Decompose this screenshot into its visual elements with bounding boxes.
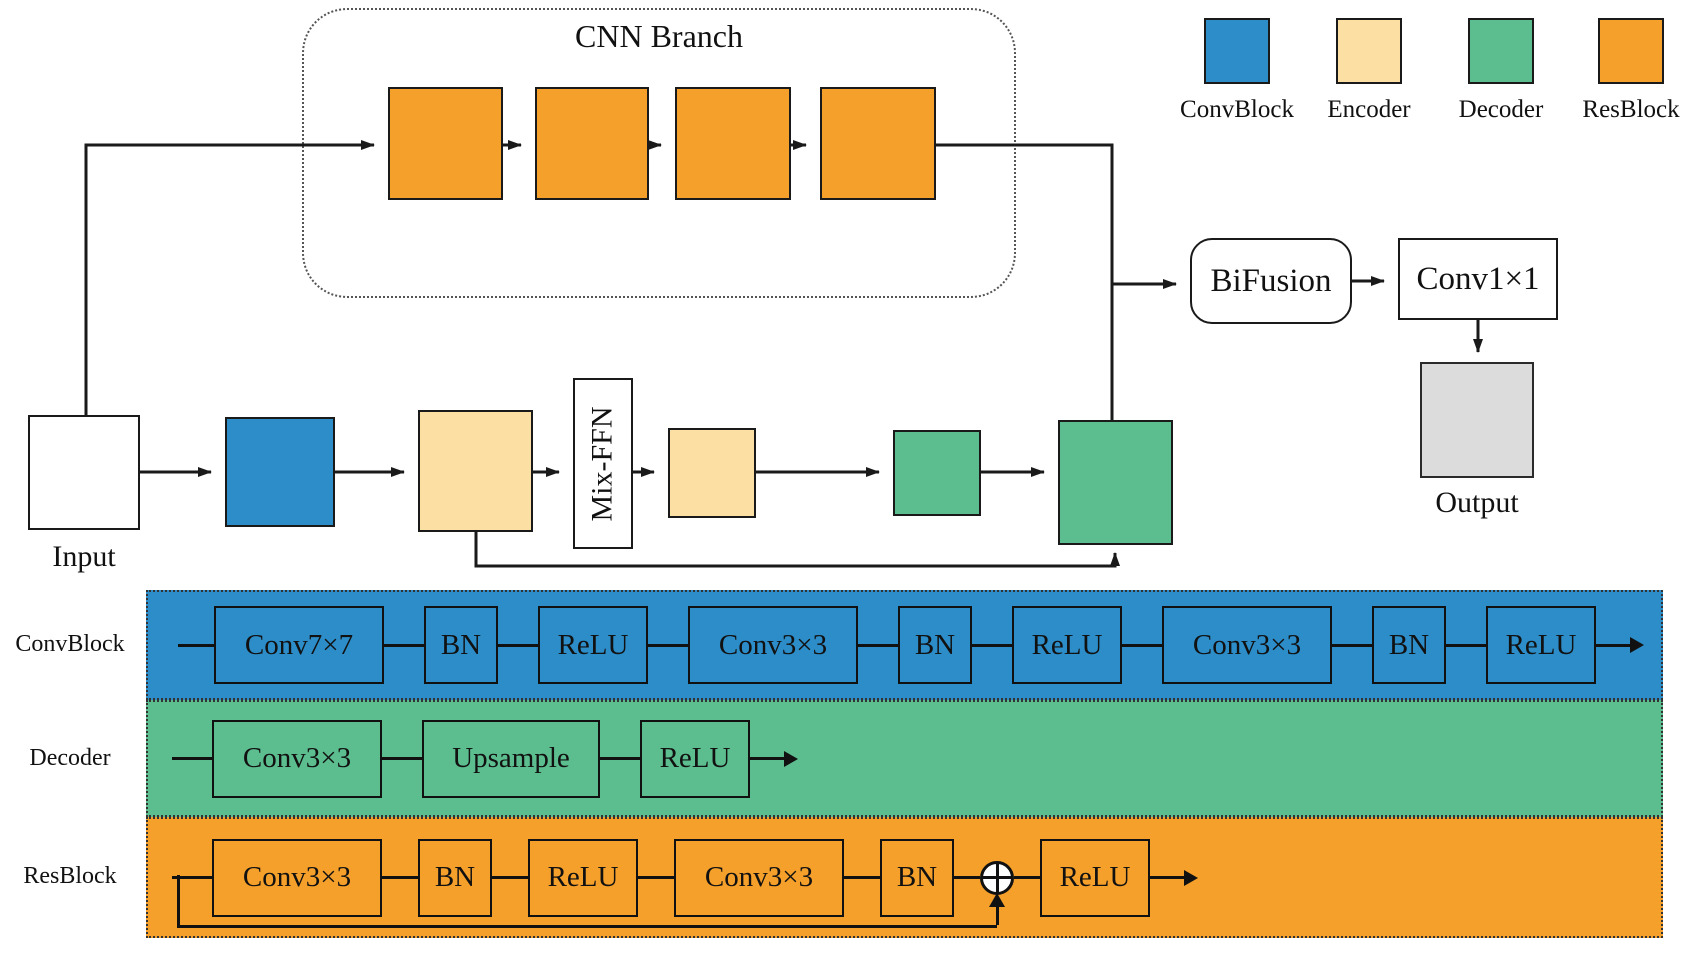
- cnn-branch-container: CNN Branch: [302, 8, 1016, 298]
- resblock-skip-up-line: [995, 903, 999, 925]
- cnn-branch-title: CNN Branch: [575, 18, 743, 54]
- connector: [858, 643, 898, 647]
- convblock-definition-band: Conv7×7 BN ReLU Conv3×3 BN ReLU Conv3×3 …: [146, 590, 1663, 700]
- decoder-box: ReLU: [640, 719, 750, 798]
- bifusion-label: BiFusion: [1210, 262, 1332, 299]
- convblock-box: ReLU: [1486, 606, 1596, 684]
- connector: [1332, 643, 1372, 647]
- connector: [1122, 643, 1162, 647]
- legend-label-resblock: ResBlock: [1582, 96, 1680, 123]
- legend-label-decoder: Decoder: [1458, 96, 1544, 123]
- wire-encoder1-skip-to-decoder2: [474, 532, 1120, 568]
- connector: [1014, 876, 1040, 879]
- legend-swatch-convblock: [1204, 18, 1270, 84]
- convblock-box: ReLU: [1012, 606, 1122, 684]
- mixffn-box: Mix-FFN: [573, 378, 633, 549]
- connector: [382, 876, 418, 879]
- row-label-resblock: ResBlock: [23, 863, 117, 889]
- row-label-decoder: Decoder: [29, 745, 111, 771]
- resblock-box: Conv3×3: [212, 838, 382, 917]
- cnn-resblock-1: [388, 87, 503, 200]
- connector: [384, 643, 424, 647]
- convblock-box: BN: [424, 606, 498, 684]
- connector: [638, 876, 674, 879]
- flow-encoder-1: [418, 410, 533, 532]
- convblock-box: Conv7×7: [214, 606, 384, 684]
- wire-cnn-output-down: [936, 143, 1114, 420]
- convblock-exit-line: [1596, 643, 1630, 647]
- flow-decoder-1: [893, 430, 981, 516]
- connector: [954, 876, 980, 879]
- legend-label-encoder: Encoder: [1327, 96, 1411, 123]
- convblock-box: BN: [1372, 606, 1446, 684]
- legend-swatch-decoder: [1468, 18, 1534, 84]
- convblock-box: Conv3×3: [688, 606, 858, 684]
- resblock-skip-horizontal-line: [177, 874, 997, 928]
- resblock-box: BN: [880, 838, 954, 917]
- input-box: [28, 415, 140, 530]
- conv1x1-box: Conv1×1: [1398, 238, 1558, 320]
- resblock-box: ReLU: [528, 838, 638, 917]
- flow-decoder-2: [1058, 420, 1173, 545]
- legend-swatch-resblock: [1598, 18, 1664, 84]
- output-box: [1420, 362, 1534, 478]
- cnn-resblock-3: [675, 87, 791, 200]
- cnn-resblock-4: [820, 87, 936, 200]
- decoder-definition-band: Conv3×3 Upsample ReLU: [146, 700, 1663, 817]
- connector: [382, 757, 422, 760]
- wire-input-to-cnn: [84, 140, 375, 415]
- resblock-skip-drop-line: [177, 874, 180, 928]
- right-arrow-icon: [1184, 869, 1198, 886]
- decoder-box: Conv3×3: [212, 719, 382, 798]
- convblock-box: Conv3×3: [1162, 606, 1332, 684]
- connector: [844, 876, 880, 879]
- connector: [600, 757, 640, 760]
- row-label-convblock: ConvBlock: [15, 631, 125, 657]
- conv1x1-label: Conv1×1: [1416, 260, 1540, 297]
- resblock-box: BN: [418, 838, 492, 917]
- flow-encoder-2: [668, 428, 756, 518]
- flow-convblock: [225, 417, 335, 527]
- connector: [1446, 643, 1486, 647]
- resblock-box: ReLU: [1040, 838, 1150, 917]
- decoder-box: Upsample: [422, 719, 600, 798]
- resblock-definition-band: Conv3×3 BN ReLU Conv3×3 BN ReLU: [146, 817, 1663, 938]
- connector: [492, 876, 528, 879]
- resblock-entry-line: [172, 876, 212, 879]
- right-arrow-icon: [784, 750, 798, 767]
- connector: [498, 643, 538, 647]
- right-arrow-icon: [1630, 637, 1644, 653]
- up-arrow-icon: [989, 892, 1005, 907]
- input-label: Input: [52, 540, 116, 573]
- resblock-exit-line: [1150, 876, 1184, 879]
- decoder-exit-line: [750, 757, 784, 760]
- output-label: Output: [1435, 486, 1519, 519]
- elementwise-add-icon: [177, 860, 1014, 928]
- mixffn-label: Mix-FFN: [586, 405, 620, 522]
- decoder-entry-line: [172, 757, 212, 760]
- legend-label-convblock: ConvBlock: [1180, 96, 1294, 123]
- convblock-entry-line: [178, 643, 214, 647]
- resblock-box: Conv3×3: [674, 838, 844, 917]
- convblock-box: ReLU: [538, 606, 648, 684]
- connector: [972, 643, 1012, 647]
- legend-swatch-encoder: [1336, 18, 1402, 84]
- convblock-box: BN: [898, 606, 972, 684]
- connector: [648, 643, 688, 647]
- cnn-resblock-2: [535, 87, 649, 200]
- bifusion-box: BiFusion: [1190, 238, 1352, 324]
